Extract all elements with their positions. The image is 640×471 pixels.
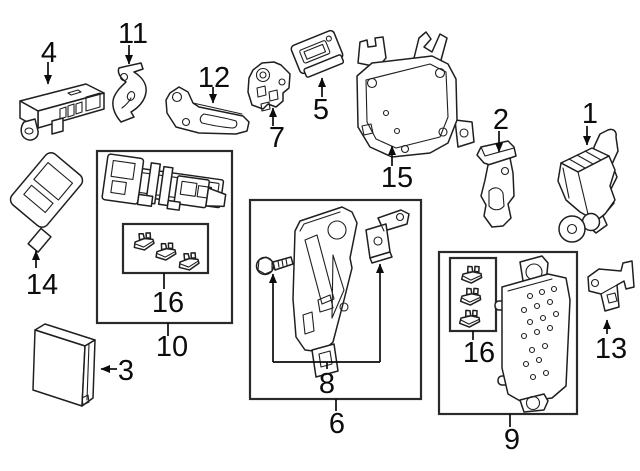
callout-16a: 16 (152, 287, 184, 319)
clip-16-drawing (457, 307, 481, 330)
callout-12: 12 (198, 62, 230, 94)
callout-7: 7 (269, 122, 285, 154)
part-8-bracket-drawing (365, 209, 410, 264)
part-5-drawing (290, 29, 345, 78)
leader-line-8 (273, 361, 380, 369)
callout-2: 2 (493, 104, 509, 136)
part-11-drawing (112, 62, 147, 123)
part-6-module-drawing (292, 206, 358, 378)
part-10-assembly-drawing (101, 153, 227, 211)
callout-1: 1 (582, 98, 598, 130)
part-15-drawing (356, 31, 475, 158)
clip-16-drawing (175, 249, 201, 274)
callout-5: 5 (313, 94, 329, 126)
callout-6: 6 (329, 408, 345, 440)
part-14-drawing (9, 152, 84, 253)
part-2-drawing (476, 140, 517, 228)
callout-16b: 16 (463, 337, 495, 369)
part-4-drawing (19, 83, 105, 141)
part-3-drawing (32, 323, 96, 407)
group-box-9 (437, 250, 579, 416)
callout-3: 3 (118, 355, 134, 387)
part-9-module-drawing (494, 255, 571, 413)
part-8-bolt-drawing (255, 256, 294, 276)
clip-16-drawing (152, 240, 178, 263)
callout-10: 10 (156, 331, 188, 363)
callout-4: 4 (41, 37, 57, 69)
part-1-drawing (557, 128, 619, 243)
part-12-drawing (165, 86, 250, 135)
callout-11: 11 (118, 18, 148, 50)
group-box-16a (121, 222, 210, 275)
group-box-10 (95, 149, 234, 325)
clip-16-drawing (130, 229, 156, 254)
part-13-drawing (587, 260, 635, 312)
clip-16-drawing (459, 263, 483, 286)
callout-15: 15 (381, 162, 413, 194)
callout-8: 8 (319, 368, 335, 400)
callout-9: 9 (504, 424, 520, 456)
clip-16-drawing (458, 285, 482, 308)
callout-13: 13 (595, 333, 627, 365)
callout-14: 14 (26, 269, 58, 301)
part-7-drawing (247, 61, 291, 112)
